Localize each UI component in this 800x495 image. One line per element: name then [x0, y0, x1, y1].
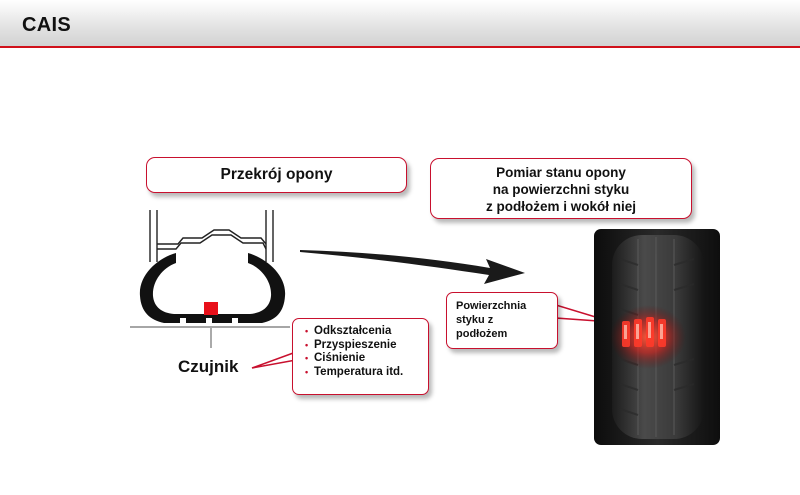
measurement-title-line-2: na powierzchni styku — [492, 182, 630, 197]
parameter-item: Ciśnienie — [305, 352, 428, 366]
measurement-callout: Pomiar stanu opony na powierzchni styku … — [430, 158, 692, 219]
parameter-item: Odkształcenia — [305, 325, 428, 339]
tire-outline — [139, 253, 286, 323]
contact-patch-line-2: styku z — [456, 314, 494, 326]
parameters-list: Odkształcenia Przyspieszenie Ciśnienie T… — [305, 325, 428, 379]
tread-grooves — [180, 318, 238, 323]
measurement-title-line-3: z podłożem i wokół niej — [485, 199, 636, 214]
sensor-callout-pointer — [251, 350, 297, 369]
parameters-callout: Odkształcenia Przyspieszenie Ciśnienie T… — [292, 318, 429, 395]
measurement-title-line-1: Pomiar stanu opony — [496, 165, 626, 180]
contact-patch-callout: Powierzchnia styku z podłożem — [446, 292, 558, 349]
contact-patch-line-1: Powierzchnia — [456, 300, 527, 312]
tire-photo — [594, 229, 720, 445]
cross-section-title: Przekrój opony — [220, 166, 333, 183]
sensor-marker — [204, 302, 218, 315]
title-bar: CAIS — [0, 0, 800, 48]
transition-arrow — [300, 250, 525, 284]
parameter-item: Temperatura itd. — [305, 366, 428, 380]
sensor-label: Czujnik — [178, 357, 239, 376]
parameter-item: Przyspieszenie — [305, 339, 428, 353]
cross-section-callout: Przekrój opony — [146, 157, 407, 193]
wheel-rim — [149, 210, 274, 262]
contact-patch-line-3: podłożem — [456, 328, 508, 340]
page-title: CAIS — [22, 14, 71, 36]
